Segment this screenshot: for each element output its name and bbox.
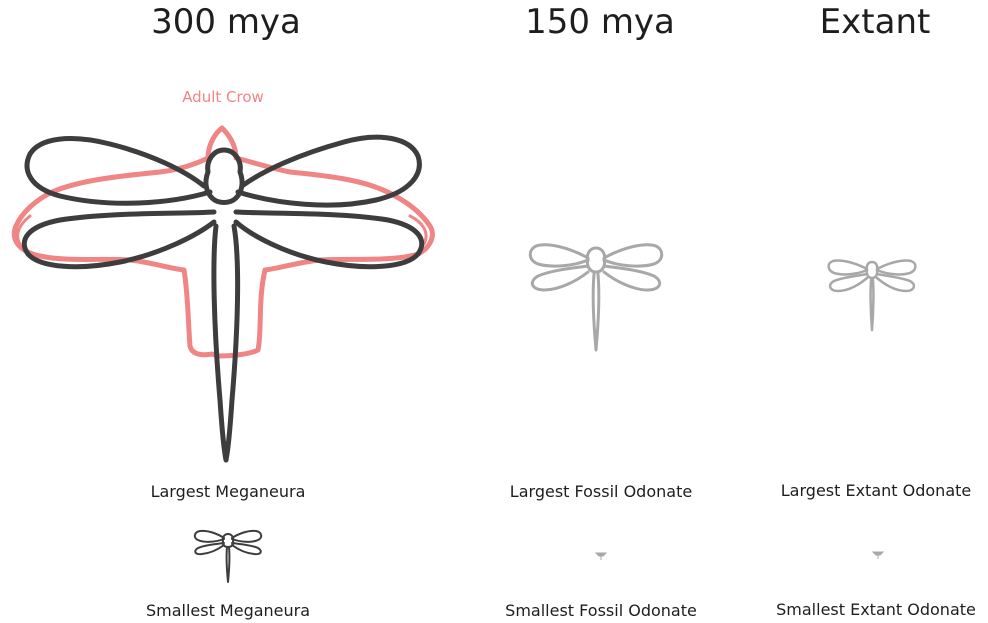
caption-largest-meganeura: Largest Meganeura xyxy=(78,482,378,501)
caption-smallest-extant-odonate: Smallest Extant Odonate xyxy=(726,600,988,619)
largest-fossil-odonate-icon xyxy=(524,238,666,354)
smallest-meganeura-icon xyxy=(190,526,270,586)
caption-largest-extant-odonate: Largest Extant Odonate xyxy=(726,481,988,500)
caption-largest-fossil-odonate: Largest Fossil Odonate xyxy=(451,482,751,501)
smallest-extant-odonate-icon xyxy=(871,549,885,561)
largest-extant-odonate-icon xyxy=(824,256,920,334)
caption-smallest-meganeura: Smallest Meganeura xyxy=(78,601,378,620)
smallest-fossil-odonate-icon xyxy=(594,550,608,562)
caption-smallest-fossil-odonate: Smallest Fossil Odonate xyxy=(451,601,751,620)
